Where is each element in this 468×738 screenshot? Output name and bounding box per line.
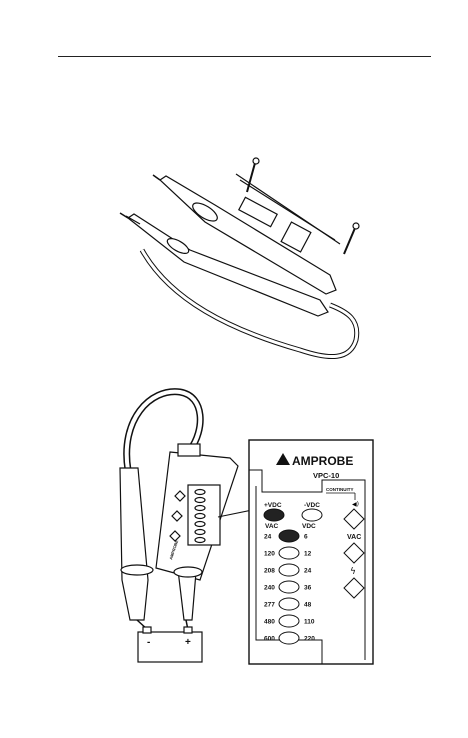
vdc-value-label: 48 [304, 602, 312, 609]
vdc-value-label: 220 [304, 636, 315, 643]
vdc-value-label: 36 [304, 585, 312, 592]
vac-value-label: 208 [264, 568, 275, 575]
vac-value-label: 600 [264, 636, 275, 643]
led-pos-vdc [264, 509, 284, 521]
vdc-value-label: 6 [304, 534, 308, 541]
exploded-tester-illustration [120, 158, 359, 357]
vac-value-label: 480 [264, 619, 275, 626]
lightning-icon: ϟ [350, 567, 356, 577]
vac-value-label: 240 [264, 585, 275, 592]
led-vac [279, 581, 299, 593]
vac-value-label: 120 [264, 551, 275, 558]
col-vdc-label: VDC [302, 523, 316, 530]
battery-pos-label: + [185, 637, 191, 648]
vac-button-label: VAC [347, 534, 361, 541]
vdc-value-label: 12 [304, 551, 312, 558]
led-vac [279, 530, 299, 542]
led-vac [279, 547, 299, 559]
brand-label: AMPROBE [292, 454, 353, 468]
vdc-value-label: 24 [304, 568, 312, 575]
led-vac [279, 615, 299, 627]
vac-value-label: 24 [264, 534, 272, 541]
led-vac [279, 598, 299, 610]
vdc-value-label: 110 [304, 619, 315, 626]
continuity-label: CONTINUITY [326, 487, 354, 492]
model-label: VPC-10 [313, 471, 339, 480]
speaker-icon: ◀) [352, 501, 359, 508]
polarity-pos-label: +VDC [264, 502, 282, 509]
col-vac-label: VAC [265, 523, 279, 530]
vac-value-label: 277 [264, 602, 275, 609]
battery-neg-label: - [147, 637, 150, 648]
tester-on-battery-illustration [120, 392, 238, 662]
polarity-neg-label: -VDC [304, 502, 320, 509]
led-neg-vdc [302, 509, 322, 521]
led-vac [279, 632, 299, 644]
led-vac [279, 564, 299, 576]
